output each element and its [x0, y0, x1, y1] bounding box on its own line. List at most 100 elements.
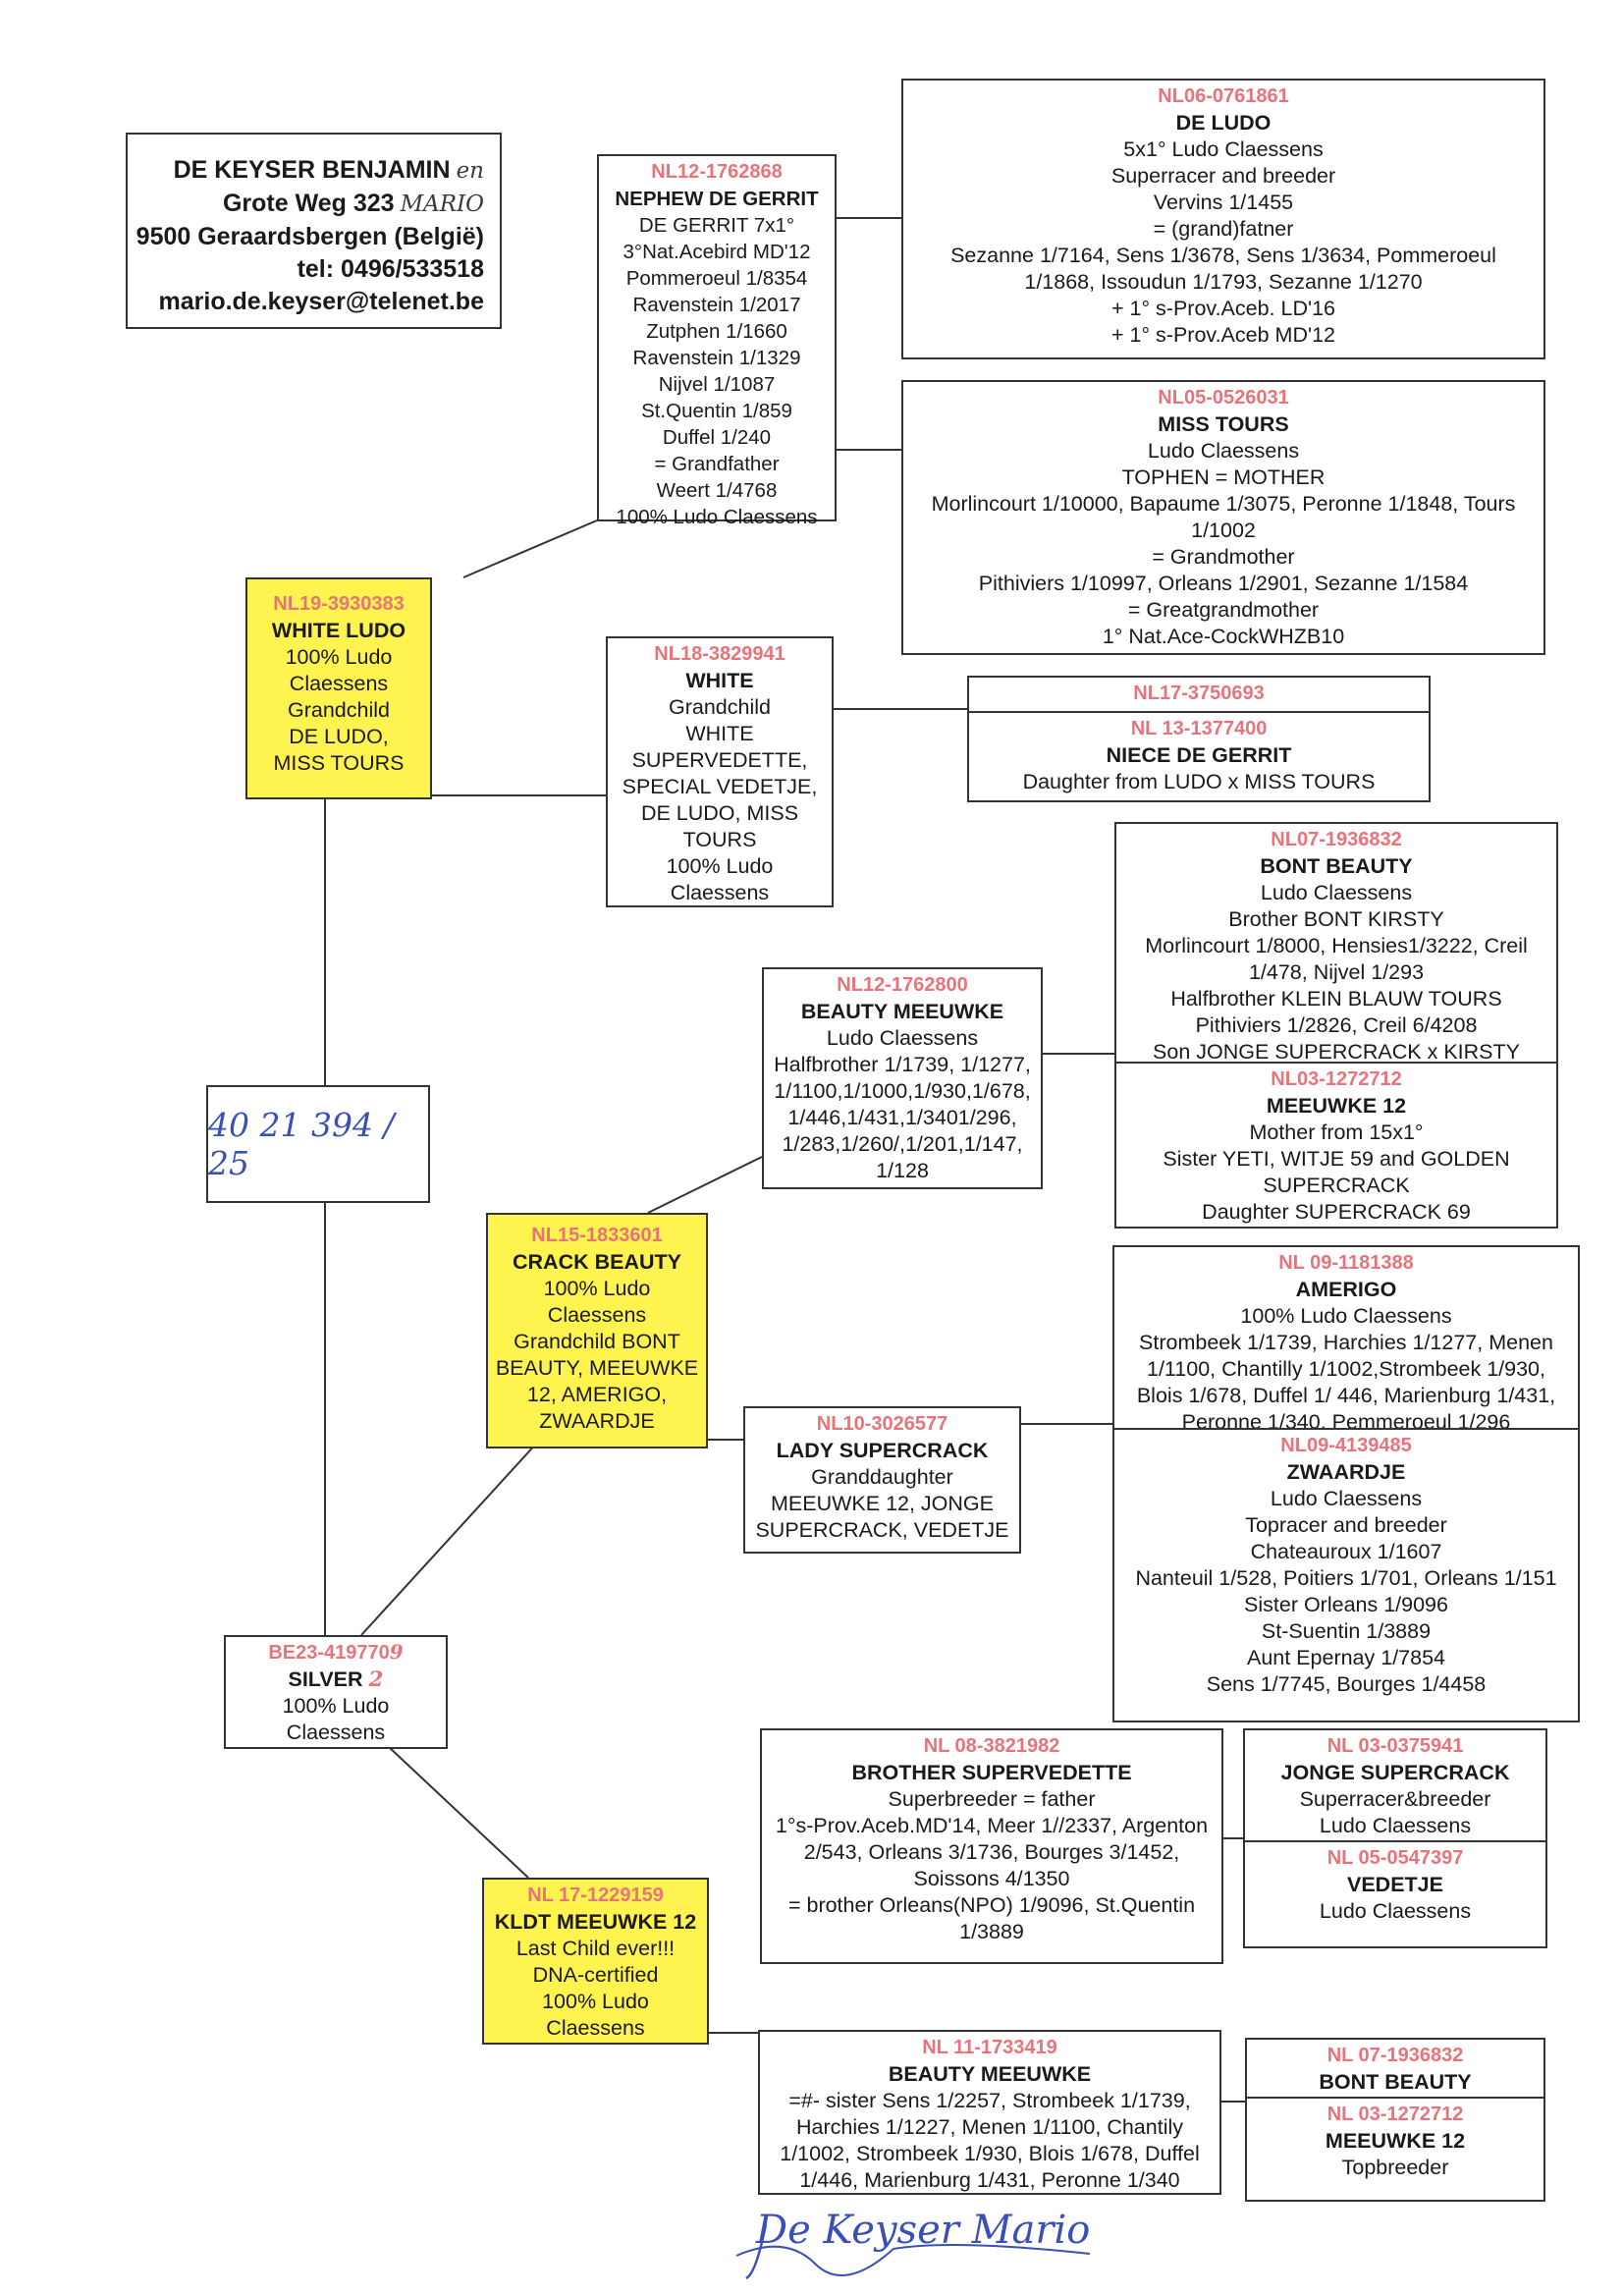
ring-number: NL03-1272712	[1120, 1066, 1552, 1093]
ring-number: NL 09-1181388	[1118, 1250, 1574, 1277]
pedigree-detail-line: BEAUTY, MEEUWKE	[495, 1356, 699, 1380]
pigeon-nl17: NL17-3750693	[967, 676, 1431, 713]
pigeon-name: NEPHEW DE GERRIT	[603, 186, 831, 212]
pedigree-detail-line: 100% Ludo	[666, 854, 774, 878]
pigeon-name-text: NIECE DE GERRIT	[1106, 743, 1292, 767]
pedigree-detail-line: Brother BONT KIRSTY	[1228, 907, 1444, 931]
ring-number: NL 03-0375941	[1249, 1733, 1542, 1760]
pedigree-detail-line: Son JONGE SUPERCRACK x KIRSTY	[1153, 1040, 1520, 1064]
pedigree-detail-line: Blois 1/678, Duffel 1/ 446, Marienburg 1…	[1136, 1384, 1556, 1407]
ring-number: BE23-4197709	[230, 1639, 442, 1667]
pedigree-detail-line: Weert 1/4768	[656, 479, 778, 502]
pigeon-name: WHITE	[612, 668, 828, 694]
pedigree-detail-line: Superracer&breeder	[1299, 1787, 1491, 1811]
pedigree-detail-line: Ludo Claessens	[1270, 1487, 1423, 1510]
pedigree-detail-line: 1/1002	[1191, 519, 1256, 542]
ring-number: NL07-1936832	[1120, 827, 1552, 853]
owner-name: DE KEYSER BENJAMIN	[173, 156, 451, 184]
pedigree-detail-line: 100% Ludo Claessens	[1240, 1304, 1452, 1328]
pedigree-detail-line: 100% Ludo Claessens	[616, 506, 818, 528]
ring-number: NL10-3026577	[749, 1411, 1015, 1438]
pedigree-detail-line: Mother from 15x1°	[1249, 1120, 1424, 1144]
pedigree-detail-line: 3°Nat.Acebird MD'12	[623, 241, 811, 263]
pedigree-detail-line: Halfbrother 1/1739, 1/1277,	[774, 1053, 1031, 1076]
pedigree-detail-line: Strombeek 1/1739, Harchies 1/1277, Menen	[1139, 1331, 1553, 1354]
pigeon-name: BEAUTY MEEUWKE	[768, 999, 1037, 1025]
pedigree-detail-line: 1/3889	[959, 1920, 1024, 1943]
ring-number-text: NL09-4139485	[1280, 1435, 1412, 1456]
pigeon-name-text: BROTHER SUPERVEDETTE	[851, 1761, 1132, 1784]
pedigree-detail-line: = (grand)fatner	[1153, 217, 1294, 241]
pedigree-detail-line: 100% Ludo	[282, 1694, 390, 1718]
pigeon-name: ZWAARDJE	[1118, 1459, 1574, 1486]
owner-email: mario.de.keyser@telenet.be	[158, 288, 484, 315]
pedigree-detail-line: Grandchild	[669, 695, 771, 719]
ring-number: NL 08-3821982	[766, 1733, 1218, 1760]
pedigree-detail-line: Duffel 1/240	[662, 426, 772, 449]
pedigree-detail-line: Claessens	[547, 1303, 647, 1327]
pedigree-detail-line: Aunt Epernay 1/7854	[1246, 1646, 1445, 1669]
ring-number-text: NL 17-1229159	[527, 1885, 664, 1906]
pedigree-detail-line: 1/446, Marienburg 1/431, Peronne 1/340	[799, 2168, 1180, 2192]
ring-number: NL12-1762868	[603, 159, 831, 186]
pedigree-detail-line: Morlincourt 1/10000, Bapaume 1/3075, Per…	[931, 492, 1516, 516]
pedigree-detail-line: TOURS	[682, 828, 757, 851]
pedigree-detail-line: Sister YETI, WITJE 59 and GOLDEN	[1163, 1147, 1510, 1171]
pedigree-detail-line: Granddaughter	[811, 1465, 953, 1489]
pigeon-name: CRACK BEAUTY	[492, 1249, 702, 1276]
ring-number-text: NL05-0526031	[1158, 387, 1289, 409]
ring-number-text: NL 13-1377400	[1130, 718, 1268, 739]
pigeon-name-text: WHITE LUDO	[271, 619, 406, 642]
ring-number-text: NL18-3829941	[654, 643, 785, 665]
pedigree-detail-line: Sister Orleans 1/9096	[1244, 1593, 1448, 1616]
pigeon-name-text: VEDETJE	[1347, 1873, 1443, 1896]
pigeon-name-text: DE LUDO	[1175, 111, 1272, 135]
pedigree-detail-line: 2/543, Orleans 3/1736, Bourges 3/1452,	[803, 1840, 1180, 1864]
pedigree-detail-line: Vervins 1/1455	[1153, 191, 1294, 214]
pedigree-detail-line: 1° Nat.Ace-CockWHZB10	[1102, 625, 1345, 648]
pigeon-name-text: BEAUTY MEEUWKE	[800, 1000, 1004, 1023]
ring-number: NL05-0526031	[907, 385, 1540, 411]
pedigree-detail-line: SUPERCRACK, VEDETJE	[755, 1518, 1009, 1542]
pigeon-name: NIECE DE GERRIT	[973, 742, 1425, 769]
pigeon-name-text: BONT BEAUTY	[1260, 854, 1413, 878]
pedigree-detail-line: 1/1100,1/1000,1/930,1/678,	[774, 1079, 1031, 1103]
pigeon-name-text: AMERIGO	[1295, 1278, 1397, 1301]
ring-number: NL 03-1272712	[1251, 2102, 1540, 2128]
pigeon-name: BEAUTY MEEUWKE	[764, 2061, 1216, 2088]
pedigree-detail-line: =#- sister Sens 1/2257, Strombeek 1/1739…	[788, 2089, 1191, 2112]
ring-number-text: NL17-3750693	[1133, 683, 1265, 704]
owner-street: Grote Weg 323	[222, 190, 395, 217]
ring-number-text: NL 05-0547397	[1326, 1847, 1464, 1869]
pedigree-detail-line: DE LUDO, MISS	[640, 801, 799, 825]
pedigree-detail-line: Ludo Claessens	[1260, 881, 1413, 904]
pedigree-detail-line: Ravenstein 1/1329	[632, 347, 801, 369]
pigeon-name-text: CRACK BEAUTY	[513, 1250, 681, 1274]
pedigree-detail-line: DNA-certified	[532, 1963, 659, 1987]
pigeon-name-text: NEPHEW DE GERRIT	[615, 188, 819, 210]
pedigree-detail-line: 5x1° Ludo Claessens	[1123, 137, 1324, 161]
ring-number-text: NL 03-0375941	[1326, 1735, 1464, 1757]
owner-street-handwritten-note: MARIO	[400, 191, 484, 217]
pedigree-detail-line: 1/1100, Chantilly 1/1002,Strombeek 1/930…	[1147, 1357, 1545, 1381]
pedigree-detail-line: Topbreeder	[1341, 2156, 1449, 2179]
pedigree-detail-line: Pithiviers 1/2826, Creil 6/4208	[1195, 1013, 1478, 1037]
pigeon-name-text: MEEUWKE 12	[1325, 2129, 1466, 2153]
pedigree-detail-line: Morlincourt 1/8000, Hensies1/3222, Creil	[1145, 934, 1528, 957]
ring-number-text: NL 08-3821982	[923, 1735, 1060, 1757]
pedigree-detail-line: Superracer and breeder	[1110, 164, 1336, 188]
pigeon-name-handwritten-edit: 2	[368, 1667, 384, 1692]
ring-number-text: NL 07-1936832	[1326, 2045, 1464, 2066]
pedigree-detail-line: MISS TOURS	[273, 751, 405, 775]
pedigree-detail-line: Daughter SUPERCRACK 69	[1202, 1200, 1471, 1224]
